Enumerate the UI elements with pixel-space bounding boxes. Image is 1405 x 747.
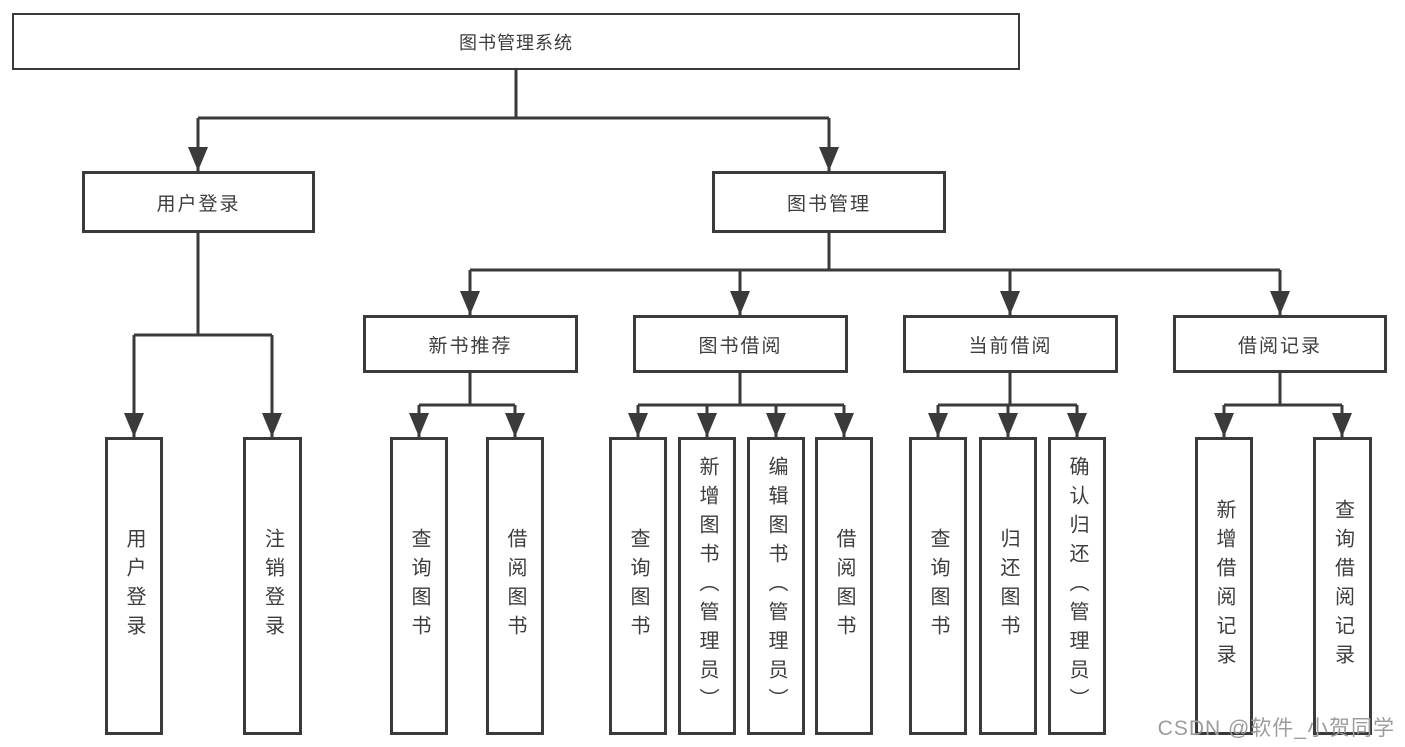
node-label: 借阅记录 — [1237, 335, 1322, 357]
node-current-borrow: 当前借阅 — [903, 315, 1118, 373]
leaf-cb-query-books: 查询图书 — [909, 437, 967, 735]
leaf-user-login: 用户登录 — [105, 437, 163, 735]
leaf-bb-add-books: 新增图书（管理员） — [678, 437, 736, 735]
connector-book-borrow — [628, 373, 854, 437]
node-root: 图书管理系统 — [12, 13, 1020, 70]
node-label: 用户登录 — [156, 193, 241, 215]
connector-book-mgmt — [460, 233, 1290, 315]
leaf-bb-query-books: 查询图书 — [609, 437, 667, 735]
node-label: 新增借阅记录 — [1213, 499, 1235, 673]
leaf-logout: 注销登录 — [243, 437, 302, 735]
node-borrow-records: 借阅记录 — [1173, 315, 1387, 373]
node-new-book-rec: 新书推荐 — [363, 315, 578, 373]
leaf-br-query-record: 查询借阅记录 — [1313, 437, 1372, 735]
leaf-cb-confirm-return: 确认归还（管理员） — [1048, 437, 1106, 735]
node-label: 图书管理 — [786, 193, 871, 215]
leaf-cb-return-books: 归还图书 — [979, 437, 1037, 735]
node-label: 借阅图书 — [504, 528, 526, 644]
node-label: 查询图书 — [408, 528, 430, 644]
node-label: 查询借阅记录 — [1331, 499, 1354, 673]
connector-user-login — [124, 233, 282, 437]
node-label: 编辑图书（管理员） — [765, 455, 787, 717]
leaf-bb-borrow-books: 借阅图书 — [815, 437, 873, 735]
node-label: 查询图书 — [927, 528, 949, 644]
connector-new-book-rec — [409, 373, 525, 437]
connector-current-borrow — [928, 373, 1087, 437]
leaf-bb-edit-books: 编辑图书（管理员） — [747, 437, 805, 735]
node-book-mgmt: 图书管理 — [712, 171, 946, 233]
node-label: 查询图书 — [627, 528, 649, 644]
leaf-nr-borrow-books: 借阅图书 — [486, 437, 544, 735]
watermark: CSDN @软件_小贺同学 — [1157, 717, 1395, 740]
node-book-borrow: 图书借阅 — [633, 315, 848, 373]
leaf-nr-query-books: 查询图书 — [390, 437, 448, 735]
node-label: 新增图书（管理员） — [696, 455, 718, 717]
connector-root — [188, 70, 839, 171]
node-label: 借阅图书 — [833, 528, 855, 644]
node-label: 图书管理系统 — [459, 32, 573, 53]
node-label: 用户登录 — [123, 528, 145, 644]
node-user-login: 用户登录 — [82, 171, 315, 233]
node-label: 确认归还（管理员） — [1066, 455, 1088, 717]
node-label: 图书借阅 — [698, 335, 783, 357]
connector-borrow-records — [1214, 373, 1352, 437]
node-label: 归还图书 — [997, 528, 1019, 644]
leaf-br-add-record: 新增借阅记录 — [1195, 437, 1253, 735]
node-label: 注销登录 — [261, 528, 284, 644]
node-label: 当前借阅 — [968, 335, 1053, 357]
node-label: 新书推荐 — [428, 335, 513, 357]
